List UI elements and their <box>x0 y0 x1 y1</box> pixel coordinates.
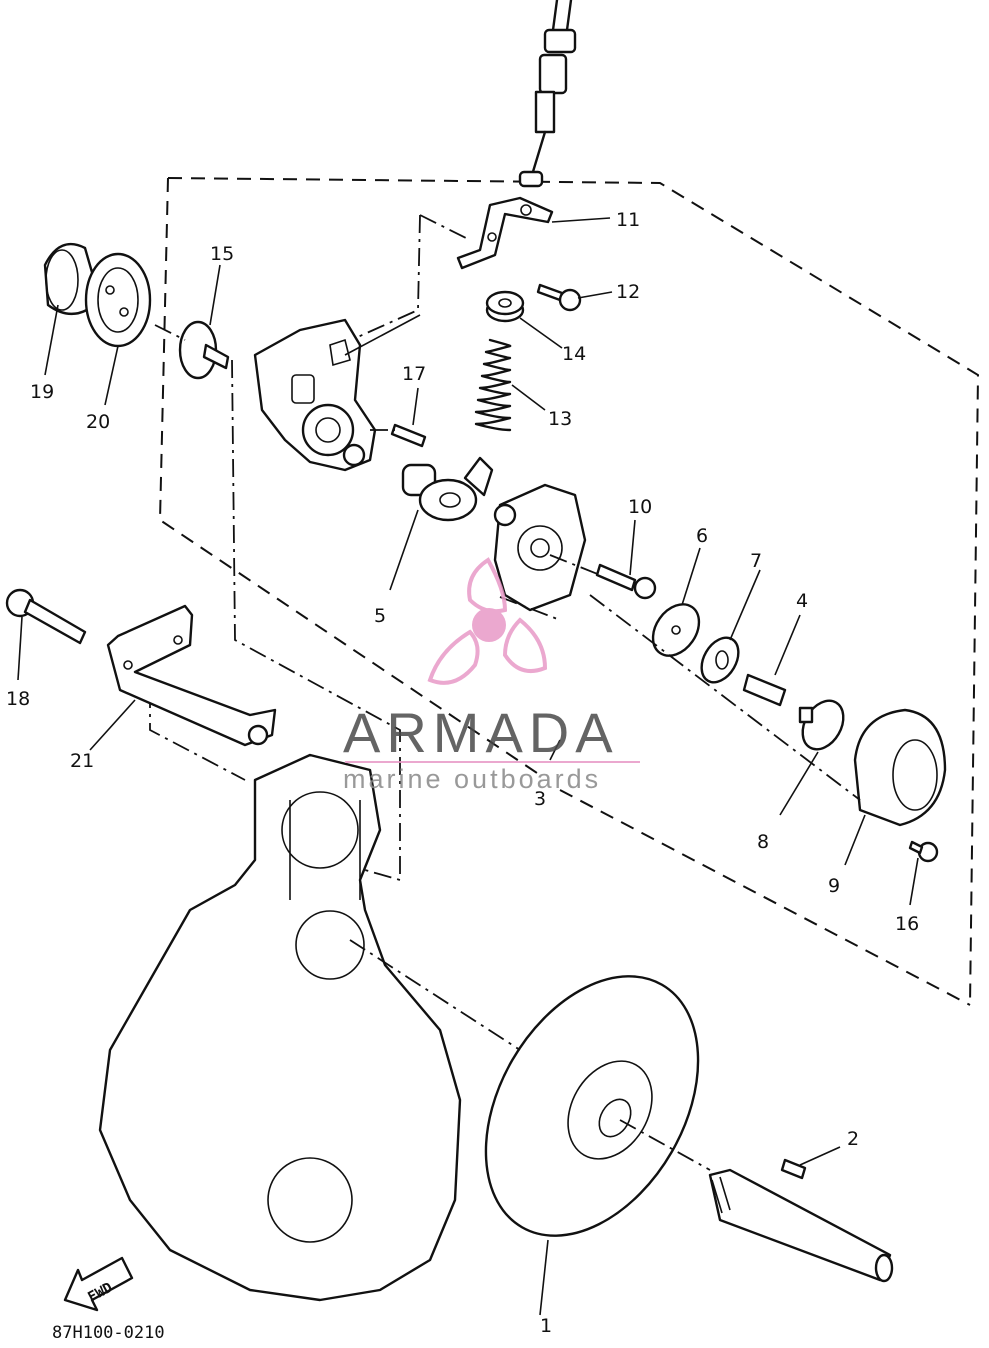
label-part-16: 16 <box>895 913 919 935</box>
forward-arrow-icon: FWD <box>63 1256 134 1312</box>
label-part-9: 9 <box>828 875 840 897</box>
watermark-brand: ARMADA <box>343 701 619 764</box>
label-part-15: 15 <box>210 243 234 265</box>
part-17-pin <box>390 423 427 448</box>
part-20-grommet <box>84 252 152 348</box>
label-part-2: 2 <box>847 1128 859 1150</box>
label-part-3: 3 <box>534 788 546 810</box>
part-15-plug <box>178 320 230 380</box>
label-part-4: 4 <box>796 590 808 612</box>
watermark-tagline: marine outboards <box>343 764 601 794</box>
label-part-5: 5 <box>374 605 386 627</box>
part-3-cover-plate <box>493 483 587 612</box>
propeller-logo-icon <box>427 557 548 685</box>
part-10-bolt <box>595 563 657 600</box>
label-part-21: 21 <box>70 750 94 772</box>
part-1-disc <box>484 975 700 1237</box>
part-14-collar <box>485 290 525 323</box>
part-11-lever-bracket <box>456 196 554 270</box>
part-16-screw <box>908 840 939 863</box>
label-part-8: 8 <box>757 831 769 853</box>
label-part-7: 7 <box>750 550 762 572</box>
part-8-spacer <box>798 699 845 751</box>
label-part-11: 11 <box>616 209 640 231</box>
part-9-cover <box>853 708 947 827</box>
armada-watermark: ARMADA marine outboards <box>343 557 640 794</box>
part-21-bracket <box>106 604 277 747</box>
part-13-spring <box>474 338 512 432</box>
part-labels: 1 2 3 4 5 6 7 8 9 10 11 12 13 14 15 16 1… <box>6 209 919 1337</box>
shaft <box>708 1168 894 1283</box>
label-part-13: 13 <box>548 408 572 430</box>
centerlines <box>154 324 861 1171</box>
label-part-18: 18 <box>6 688 30 710</box>
label-part-19: 19 <box>30 381 54 403</box>
throttle-cable <box>518 0 577 188</box>
label-part-1: 1 <box>540 1315 552 1337</box>
label-part-17: 17 <box>402 363 426 385</box>
part-12-screw <box>536 283 582 312</box>
part-5-lever <box>401 456 494 522</box>
label-part-10: 10 <box>628 496 652 518</box>
part-18-bolt <box>5 588 87 645</box>
part-3-housing <box>253 318 377 472</box>
drawing-code: 87H100-0210 <box>52 1323 165 1343</box>
part-7-clip <box>700 636 740 684</box>
label-part-12: 12 <box>616 281 640 303</box>
label-part-14: 14 <box>562 343 586 365</box>
part-6-washer <box>651 603 701 657</box>
part-4-stud <box>742 673 787 707</box>
label-part-20: 20 <box>86 411 110 433</box>
label-part-6: 6 <box>696 525 708 547</box>
part-2-key <box>780 1158 807 1180</box>
engine-block <box>98 753 462 1302</box>
